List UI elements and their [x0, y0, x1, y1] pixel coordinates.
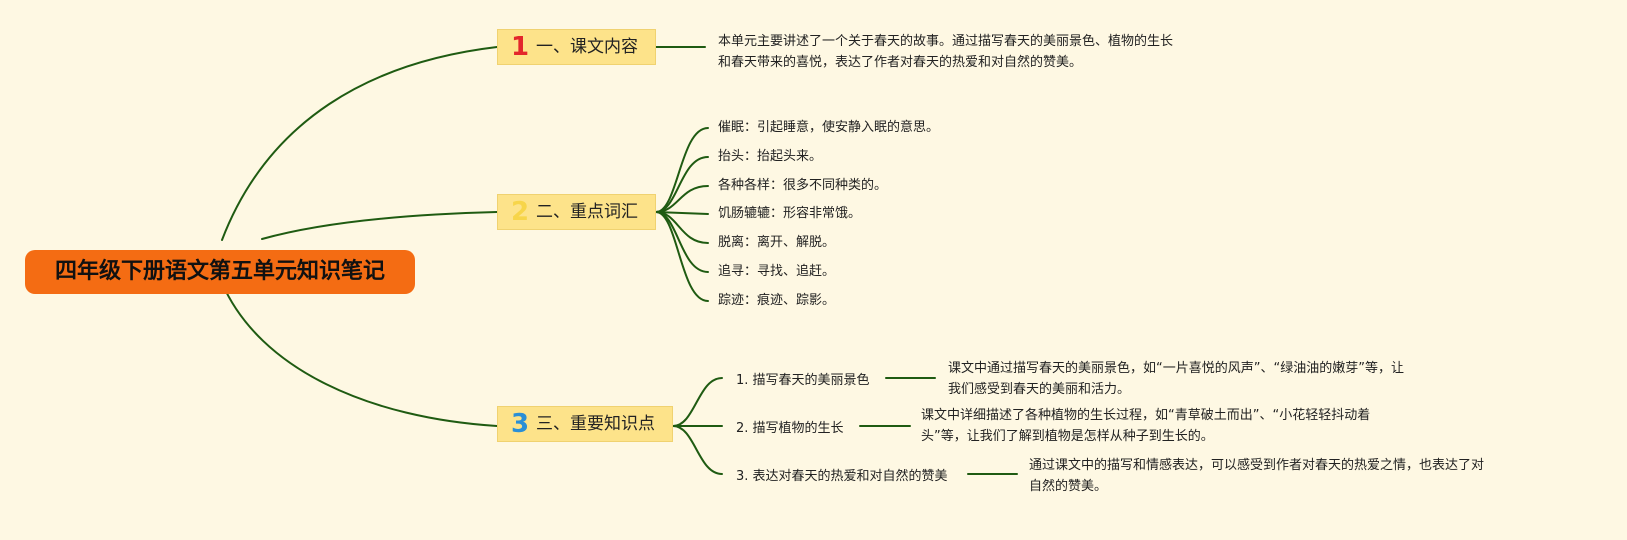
- branch1-description: 本单元主要讲述了一个关于春天的故事。通过描写春天的美丽景色、植物的生长 和春天带…: [718, 31, 1173, 73]
- vocab-item: 脱离：离开、解脱。: [718, 235, 836, 250]
- knowledge-point-title: 1. 描写春天的美丽景色: [736, 373, 870, 388]
- detail-line: 课文中详细描述了各种植物的生长过程，如“青草破土而出”、“小花轻轻抖动着: [921, 408, 1371, 423]
- vocab-item: 催眠：引起睡意，使安静入眠的意思。: [718, 120, 940, 135]
- knowledge-point-detail: 课文中详细描述了各种植物的生长过程，如“青草破土而出”、“小花轻轻抖动着 头”等…: [921, 405, 1370, 447]
- vocab-item: 饥肠辘辘：形容非常饿。: [718, 206, 862, 221]
- root-title: 四年级下册语文第五单元知识笔记: [54, 259, 385, 284]
- link-branch2-item7: [655, 211, 709, 302]
- detail-line: 头”等，让我们了解到植物是怎样从种子到生长的。: [921, 429, 1214, 444]
- knowledge-point-title: 2. 描写植物的生长: [736, 421, 844, 436]
- vocab-item: 追寻：寻找、追赶。: [718, 264, 836, 279]
- detail-line: 自然的赞美。: [1029, 479, 1108, 494]
- link-branch2-item2: [655, 156, 709, 213]
- branch-label-3: 三、重要知识点: [536, 414, 655, 434]
- detail-line: 我们感受到春天的美丽和活力。: [948, 382, 1131, 397]
- detail-line: 课文中通过描写春天的美丽景色，如“一片喜悦的风声”、“绿油油的嫩芽”等，让: [948, 361, 1404, 376]
- link-root-branch3: [221, 282, 498, 427]
- link-branch2-item4: [655, 211, 709, 215]
- branch-label-2: 二、重点词汇: [536, 202, 638, 222]
- vocab-item: 抬头：抬起头来。: [718, 149, 823, 164]
- link-branch3-point1: [672, 377, 723, 427]
- branch-label-1: 一、课文内容: [536, 37, 638, 57]
- branch1-line: 本单元主要讲述了一个关于春天的故事。通过描写春天的美丽景色、植物的生长: [718, 34, 1174, 49]
- knowledge-point-detail: 课文中通过描写春天的美丽景色，如“一片喜悦的风声”、“绿油油的嫩芽”等，让 我们…: [948, 358, 1404, 400]
- link-root-branch1: [221, 46, 498, 241]
- branch-node-3: 3 三、重要知识点: [497, 406, 673, 442]
- branch-number-2: 2: [510, 197, 530, 227]
- branch-number-3: 3: [510, 409, 530, 439]
- vocab-item: 各种各样：很多不同种类的。: [718, 178, 888, 193]
- branch-node-2: 2 二、重点词汇: [497, 194, 656, 230]
- knowledge-point-title: 3. 表达对春天的热爱和对自然的赞美: [736, 469, 948, 484]
- vocab-item: 踪迹：痕迹、踪影。: [718, 293, 836, 308]
- branch1-line: 和春天带来的喜悦，表达了作者对春天的热爱和对自然的赞美。: [718, 55, 1083, 70]
- knowledge-point-detail: 通过课文中的描写和情感表达，可以感受到作者对春天的热爱之情，也表达了对 自然的赞…: [1029, 455, 1484, 497]
- branch-node-1: 1 一、课文内容: [497, 29, 656, 65]
- link-branch2-item1: [655, 127, 709, 213]
- link-root-branch2: [261, 211, 498, 240]
- link-branch3-point3: [672, 425, 723, 475]
- branch-number-1: 1: [510, 32, 530, 62]
- root-node: 四年级下册语文第五单元知识笔记: [25, 250, 415, 294]
- detail-line: 通过课文中的描写和情感表达，可以感受到作者对春天的热爱之情，也表达了对: [1029, 458, 1485, 473]
